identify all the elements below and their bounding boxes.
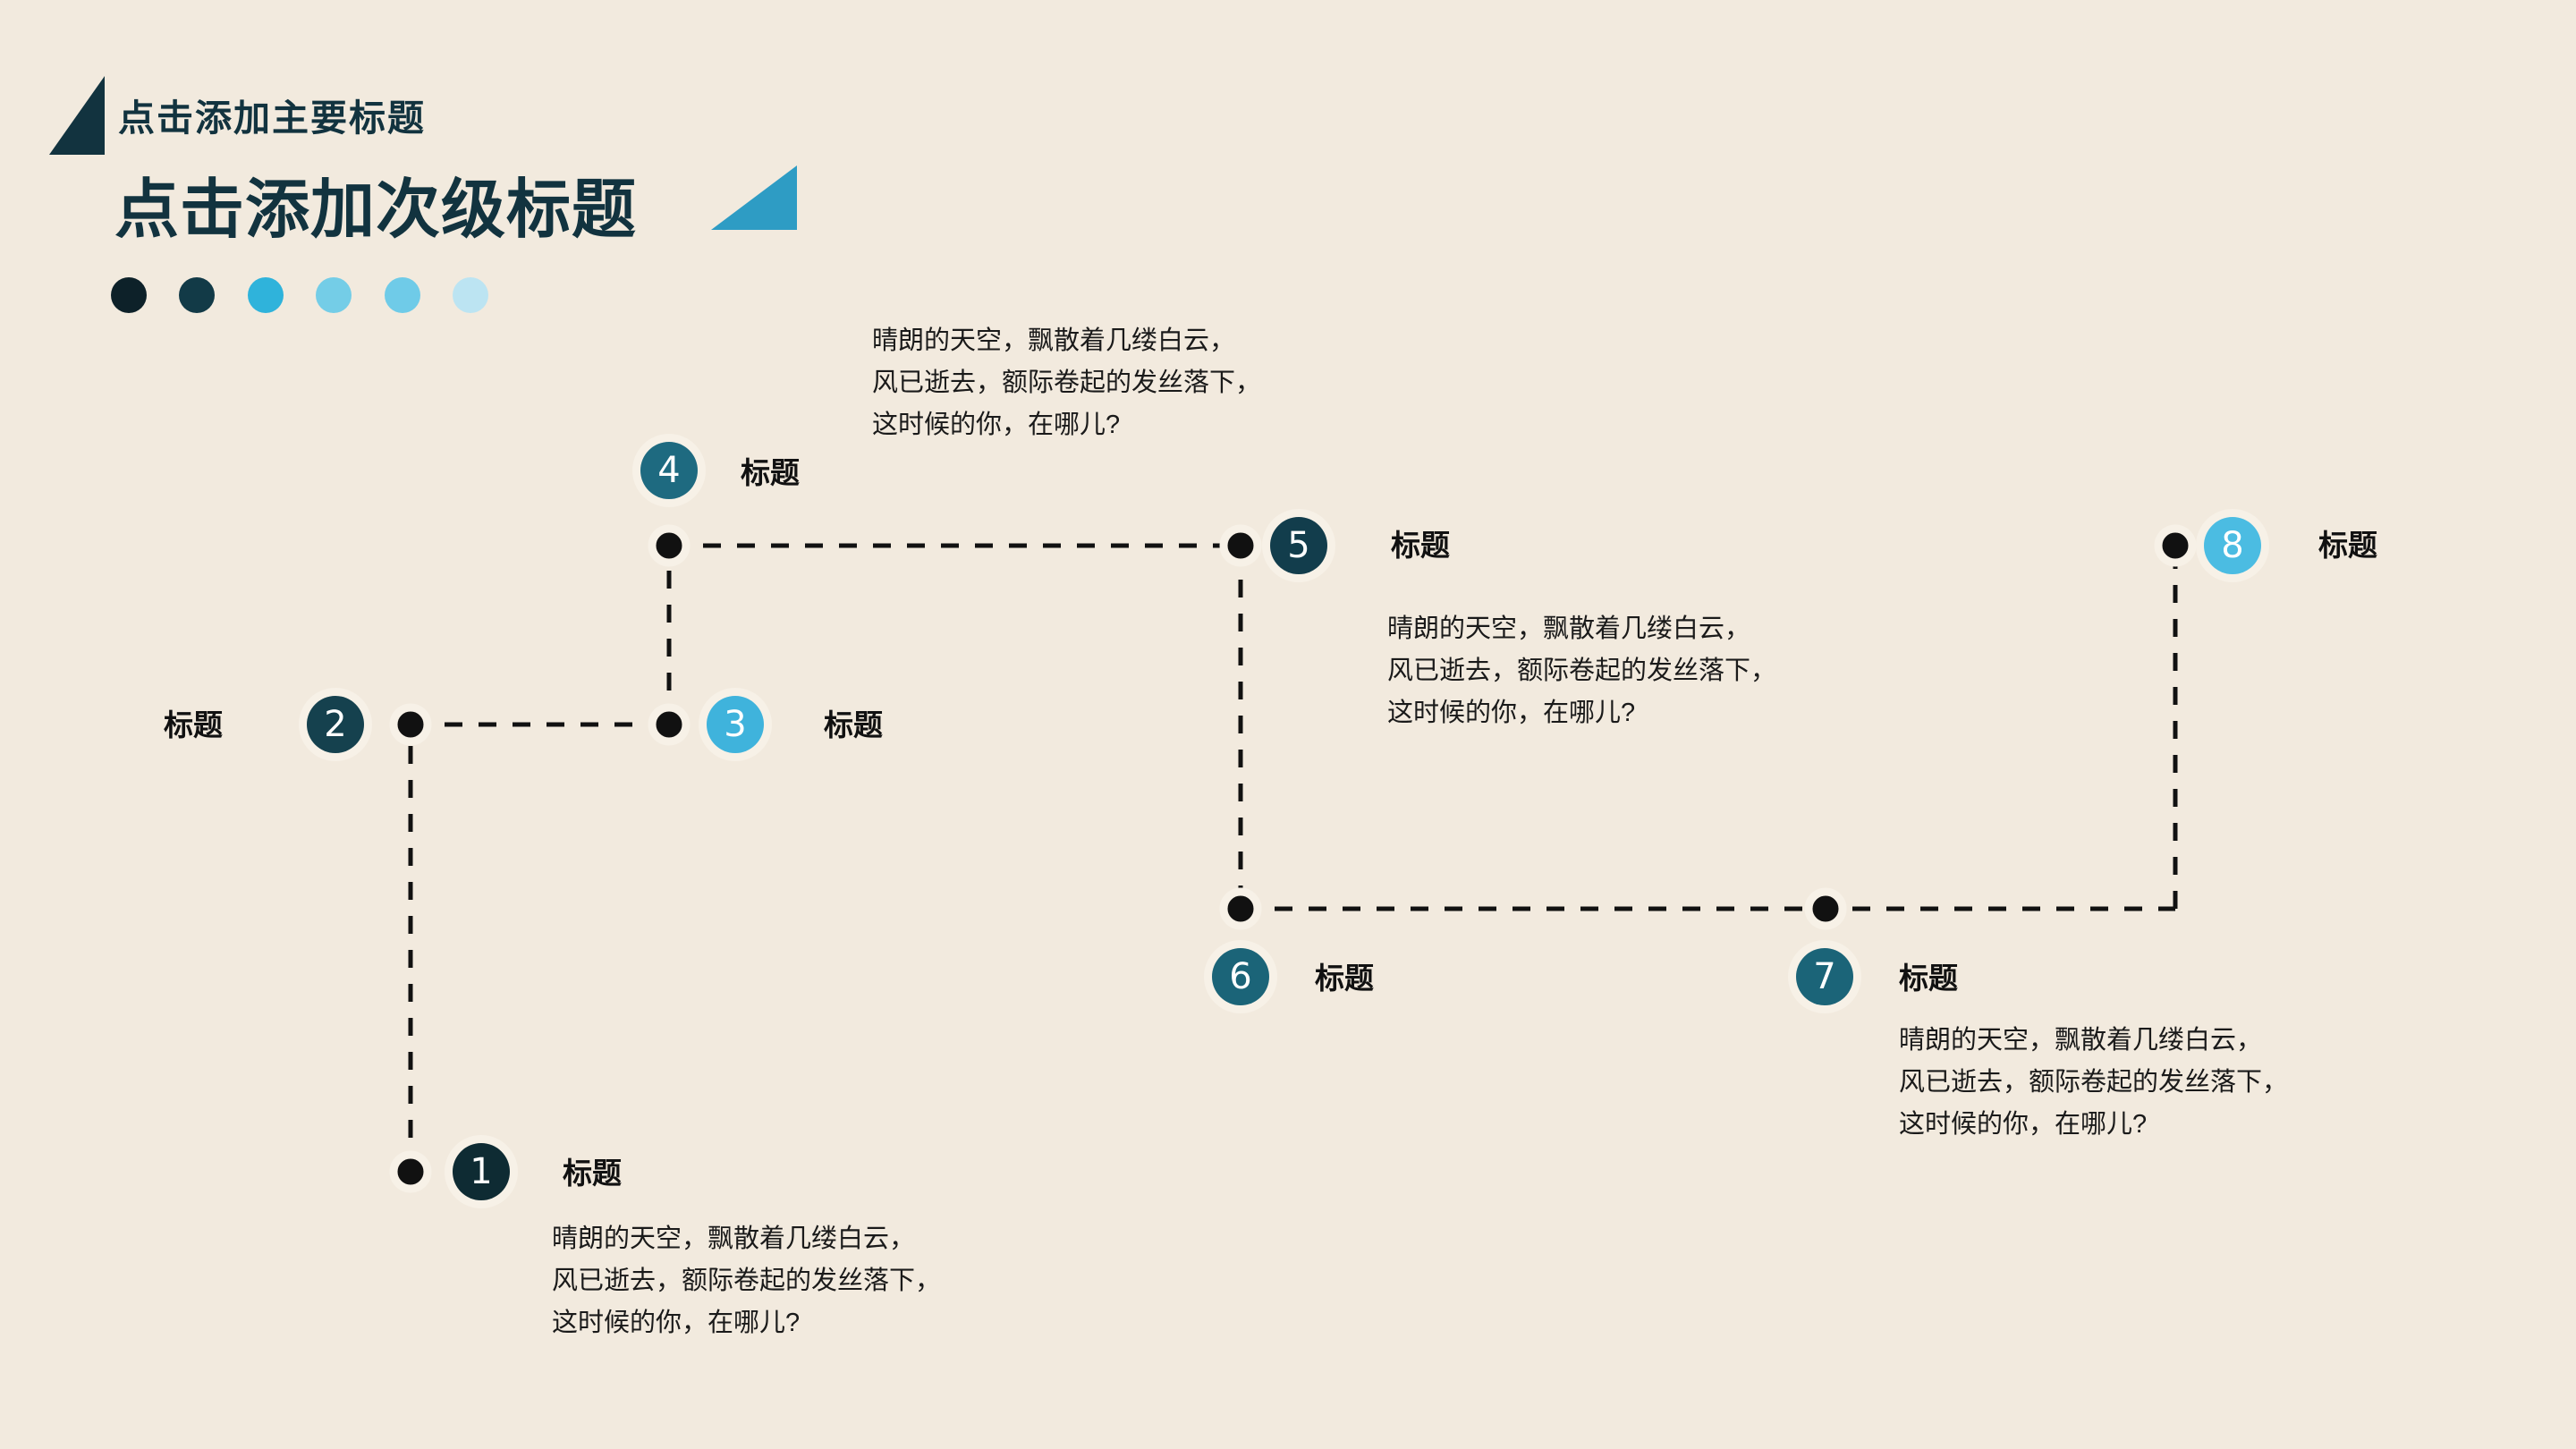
accent-dots-row	[111, 277, 517, 317]
node-8-number[interactable]: 8	[2204, 517, 2261, 574]
accent-dot	[384, 277, 420, 313]
node-3-title: 标题	[824, 708, 883, 741]
node-1-title: 标题	[563, 1157, 622, 1190]
desc-line: 风已逝去，额际卷起的发丝落下，	[872, 368, 1262, 397]
desc-line: 晴朗的天空，飘散着几缕白云，	[872, 326, 1236, 355]
desc-line: 这时候的你，在哪儿?	[872, 410, 1121, 439]
node-5-description: 晴朗的天空，飘散着几缕白云， 风已逝去，额际卷起的发丝落下， 这时候的你，在哪儿…	[1387, 608, 1776, 734]
desc-line: 晴朗的天空，飘散着几缕白云，	[1899, 1026, 2263, 1055]
node-2-title: 标题	[164, 708, 223, 741]
node-4-description: 晴朗的天空，飘散着几缕白云， 风已逝去，额际卷起的发丝落下， 这时候的你，在哪儿…	[872, 320, 1261, 446]
node-8-title: 标题	[2318, 529, 2377, 562]
accent-dot	[179, 277, 216, 313]
desc-line: 风已逝去，额际卷起的发丝落下，	[1387, 656, 1777, 685]
node-1-number[interactable]: 1	[453, 1143, 510, 1200]
node-4-title: 标题	[741, 456, 800, 489]
node-6-title: 标题	[1315, 962, 1374, 995]
node-7-title: 标题	[1899, 962, 1958, 995]
accent-dot	[247, 277, 284, 313]
accent-dot	[111, 277, 147, 313]
desc-line: 风已逝去，额际卷起的发丝落下，	[552, 1266, 942, 1295]
accent-dot	[316, 277, 352, 313]
node-5-number[interactable]: 5	[1270, 517, 1327, 574]
desc-line: 风已逝去，额际卷起的发丝落下，	[1899, 1067, 2289, 1097]
node-5-title: 标题	[1391, 529, 1450, 562]
accent-dot	[453, 277, 489, 313]
blue-triangle-icon	[711, 165, 797, 230]
node-7-number[interactable]: 7	[1796, 948, 1853, 1005]
node-6-number[interactable]: 6	[1212, 948, 1269, 1005]
page-title-sub: 点击添加次级标题	[114, 174, 638, 246]
node-4-number[interactable]: 4	[640, 442, 698, 499]
node-2-number[interactable]: 2	[307, 696, 364, 753]
node-3-number[interactable]: 3	[707, 696, 764, 753]
desc-line: 这时候的你，在哪儿?	[1387, 698, 1636, 727]
desc-line: 晴朗的天空，飘散着几缕白云，	[1387, 614, 1751, 643]
desc-line: 这时候的你，在哪儿?	[1899, 1109, 2148, 1139]
desc-line: 晴朗的天空，飘散着几缕白云，	[552, 1224, 916, 1253]
node-1-description: 晴朗的天空，飘散着几缕白云， 风已逝去，额际卷起的发丝落下， 这时候的你，在哪儿…	[552, 1218, 941, 1344]
junction-dot-group	[389, 524, 2197, 1193]
page-title-main: 点击添加主要标题	[118, 97, 426, 139]
dark-triangle-icon	[49, 76, 105, 155]
desc-line: 这时候的你，在哪儿?	[552, 1308, 801, 1337]
node-7-description: 晴朗的天空，飘散着几缕白云， 风已逝去，额际卷起的发丝落下， 这时候的你，在哪儿…	[1899, 1020, 2288, 1146]
